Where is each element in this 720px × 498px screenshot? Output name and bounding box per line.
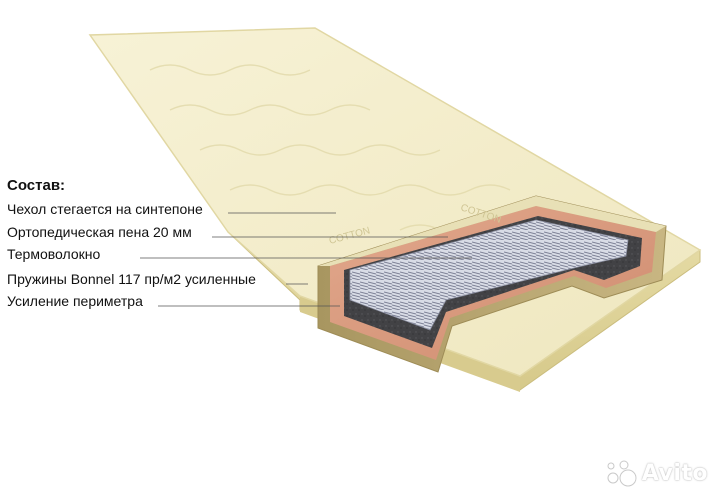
avito-logo-icon	[607, 460, 637, 487]
avito-wordmark: Avito	[641, 460, 708, 486]
spring-block	[349, 219, 629, 331]
avito-watermark: Avito	[604, 458, 708, 488]
cut-top-layer	[318, 196, 666, 266]
leader-lines	[140, 212, 472, 307]
